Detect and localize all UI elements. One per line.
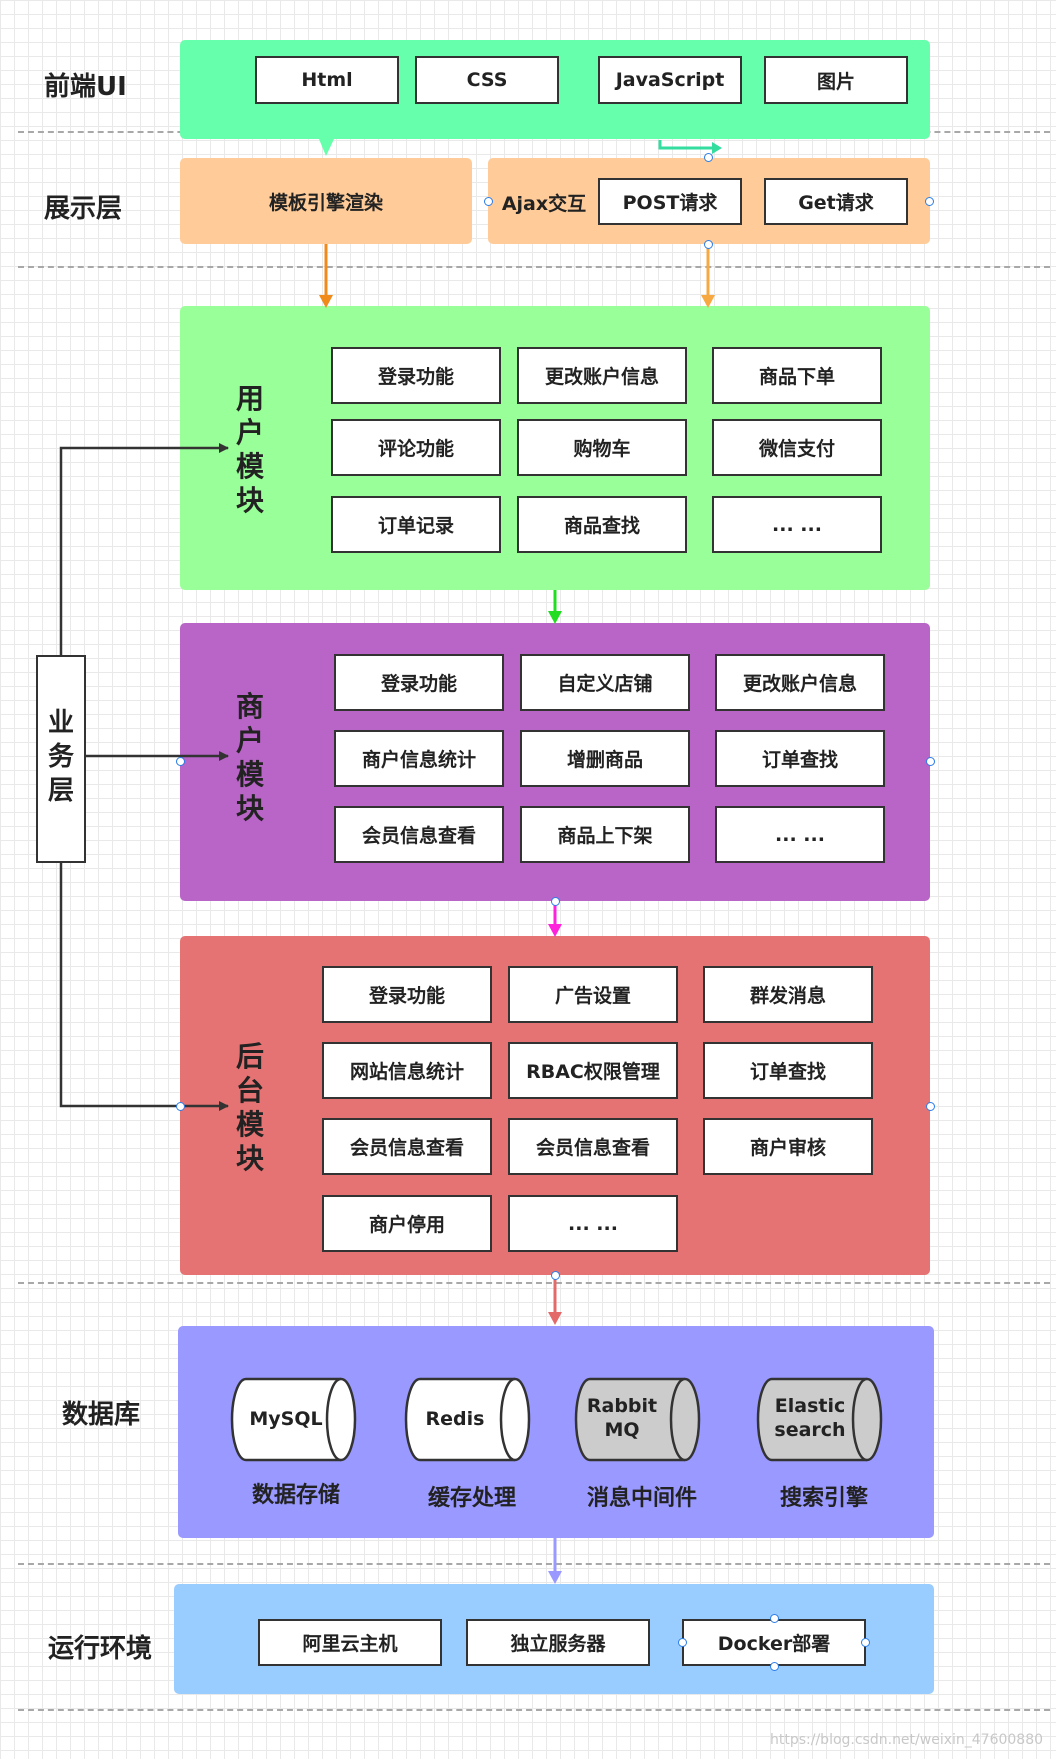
- separator-runtime: [18, 1709, 1050, 1711]
- db-mysql-label: MySQL: [249, 1408, 323, 1430]
- connection-point: [770, 1662, 779, 1671]
- business-layer-label: 业 务 层: [47, 708, 74, 806]
- admin-item-order-search: 订单查找: [703, 1042, 873, 1099]
- admin-module-title: 后 台 模 块: [235, 1040, 264, 1175]
- layer-label-frontend: 前端UI: [44, 72, 127, 102]
- user-item-product-search: 商品查找: [517, 496, 687, 553]
- business-to-admin-arrow: [59, 863, 229, 1111]
- user-module-title: 用 户 模 块: [235, 382, 264, 517]
- connection-point: [926, 757, 935, 766]
- mysql-cylinder: [230, 1377, 357, 1462]
- separator-database: [18, 1563, 1050, 1565]
- connection-point: [926, 1102, 935, 1111]
- admin-item-ad-settings: 广告设置: [508, 966, 678, 1023]
- layer-label-presentation: 展示层: [44, 194, 123, 224]
- business-layer-box: [36, 655, 86, 863]
- user-item-wechat-pay: 微信支付: [712, 419, 882, 476]
- admin-item-more: ... ...: [508, 1195, 678, 1252]
- db-rabbitmq-caption: 消息中间件: [586, 1486, 697, 1511]
- runtime-item-dedicated-server: 独立服务器: [466, 1619, 650, 1666]
- connection-point: [861, 1638, 870, 1647]
- separator-business: [18, 1282, 1050, 1284]
- db-mysql-caption: 数据存储: [251, 1483, 340, 1508]
- connection-point: [704, 153, 713, 162]
- frontend-item-image: 图片: [764, 56, 908, 104]
- redis-cylinder: [404, 1377, 531, 1462]
- merchant-module-title: 商 户 模 块: [235, 690, 264, 825]
- js-to-ajax-arrow: [658, 140, 712, 150]
- user-item-order-history: 订单记录: [331, 496, 501, 553]
- db-elasticsearch-label: Elastic search: [774, 1395, 846, 1441]
- db-redis-caption: 缓存处理: [427, 1486, 516, 1511]
- separator-presentation: [18, 266, 1050, 268]
- db-rabbitmq-label: Rabbit MQ: [586, 1395, 658, 1441]
- admin-item-member-info-1: 会员信息查看: [322, 1118, 492, 1175]
- frontend-item-javascript: JavaScript: [598, 56, 742, 104]
- user-item-edit-account: 更改账户信息: [517, 347, 687, 404]
- merchant-item-member-info: 会员信息查看: [334, 806, 504, 863]
- connection-point: [678, 1638, 687, 1647]
- frontend-to-template-arrow: [319, 139, 334, 156]
- user-item-more: ... ...: [712, 496, 882, 553]
- connection-point: [176, 1102, 185, 1111]
- template-render-label: 模板引擎渲染: [268, 191, 383, 214]
- connection-point: [551, 897, 560, 906]
- post-request-box: POST请求: [598, 178, 742, 225]
- frontend-item-html: Html: [255, 56, 399, 104]
- merchant-item-manage-products: 增删商品: [520, 730, 690, 787]
- admin-item-broadcast: 群发消息: [703, 966, 873, 1023]
- connection-point: [704, 240, 713, 249]
- db-redis-label: Redis: [425, 1408, 485, 1430]
- merchant-item-custom-shop: 自定义店铺: [520, 654, 690, 711]
- merchant-item-login: 登录功能: [334, 654, 504, 711]
- merchant-item-order-search: 订单查找: [715, 730, 885, 787]
- user-item-comment: 评论功能: [331, 419, 501, 476]
- layer-label-database: 数据库: [62, 1400, 141, 1430]
- connection-point: [484, 197, 493, 206]
- admin-item-rbac: RBAC权限管理: [508, 1042, 678, 1099]
- admin-item-merchant-review: 商户审核: [703, 1118, 873, 1175]
- rabbitmq-cylinder: [574, 1377, 701, 1462]
- connection-point: [551, 1271, 560, 1280]
- runtime-item-aliyun: 阿里云主机: [258, 1619, 442, 1666]
- connection-point: [176, 757, 185, 766]
- watermark-text: https://blog.csdn.net/weixin_47600880: [770, 1732, 1044, 1748]
- user-item-place-order: 商品下单: [712, 347, 882, 404]
- merchant-item-listing: 商品上下架: [520, 806, 690, 863]
- connection-point: [770, 1614, 779, 1623]
- business-to-user-arrow: [59, 443, 229, 655]
- db-elasticsearch-caption: 搜索引擎: [779, 1486, 868, 1511]
- frontend-item-css: CSS: [415, 56, 559, 104]
- layer-label-runtime: 运行环境: [48, 1634, 153, 1664]
- merchant-item-stats: 商户信息统计: [334, 730, 504, 787]
- admin-item-site-stats: 网站信息统计: [322, 1042, 492, 1099]
- template-render-panel: [180, 158, 472, 244]
- admin-item-member-info-2: 会员信息查看: [508, 1118, 678, 1175]
- merchant-item-more: ... ...: [715, 806, 885, 863]
- ajax-label: Ajax交互: [501, 192, 587, 215]
- elasticsearch-cylinder: [756, 1377, 883, 1462]
- user-item-cart: 购物车: [517, 419, 687, 476]
- user-item-login: 登录功能: [331, 347, 501, 404]
- admin-item-merchant-disable: 商户停用: [322, 1195, 492, 1252]
- get-request-box: Get请求: [764, 178, 908, 225]
- merchant-item-edit-account: 更改账户信息: [715, 654, 885, 711]
- connection-point: [925, 197, 934, 206]
- admin-item-login: 登录功能: [322, 966, 492, 1023]
